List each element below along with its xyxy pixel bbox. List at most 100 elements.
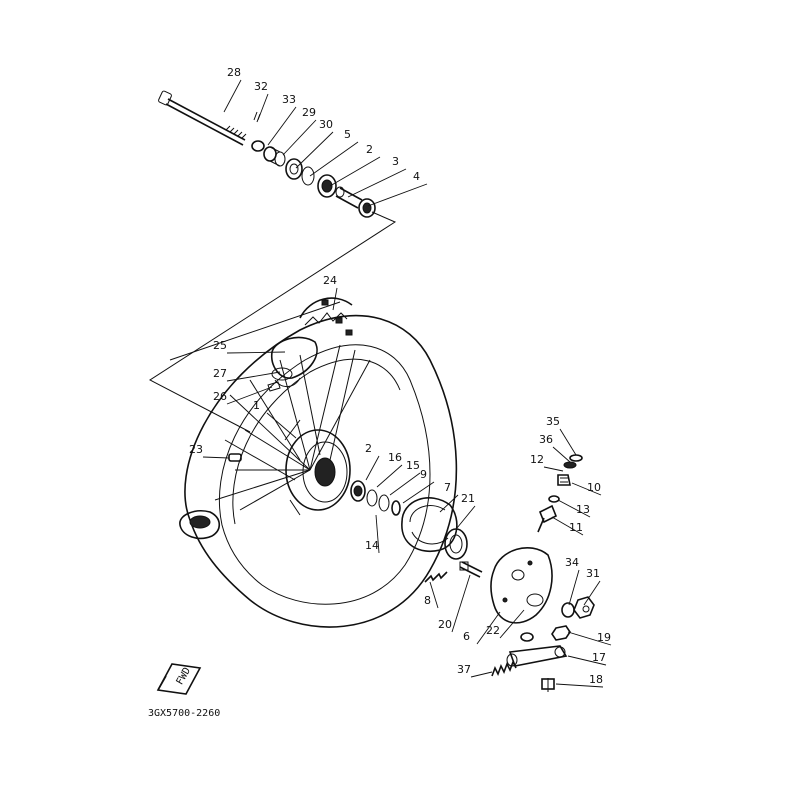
callout-leader-29	[282, 119, 317, 156]
callout-label-30: 30	[319, 118, 333, 131]
circlip	[301, 166, 315, 186]
callout-leader-28	[223, 79, 242, 113]
callout-leader-30	[295, 131, 334, 169]
return-spring	[491, 660, 517, 677]
callout-leader-35	[559, 428, 577, 456]
hub-seals	[350, 480, 401, 516]
spokes	[214, 344, 371, 511]
callout-label-23: 23	[189, 443, 203, 456]
callout-leader-18	[555, 683, 604, 688]
callout-label-32: 32	[254, 80, 268, 93]
brake-shoe-plate	[490, 546, 553, 624]
callout-label-36: 36	[539, 433, 553, 446]
callout-label-37: 37	[457, 663, 471, 676]
callout-leader-11	[551, 516, 584, 536]
oil-seal	[285, 158, 303, 180]
callout-leader-8	[429, 581, 439, 609]
callout-label-28: 28	[227, 66, 241, 79]
callout-label-6: 6	[463, 630, 470, 643]
callout-leader-17	[567, 655, 607, 666]
callout-leader-24	[332, 287, 338, 311]
callout-leader-23	[202, 456, 230, 459]
bearing-4	[358, 198, 376, 218]
callout-label-2: 2	[366, 143, 373, 156]
callout-label-25: 25	[213, 339, 227, 352]
callout-label-5: 5	[344, 128, 351, 141]
part-code: 3GX5700-2260	[148, 708, 220, 719]
spacer	[335, 186, 363, 209]
callout-leader-13	[557, 499, 591, 518]
speedometer-gear-parts	[537, 454, 583, 533]
callout-label-10: 10	[587, 481, 601, 494]
callout-leader-9	[402, 481, 435, 504]
callout-label-15: 15	[406, 459, 420, 472]
callout-leader-20	[451, 574, 471, 633]
callout-label-34: 34	[565, 556, 579, 569]
collar	[263, 146, 286, 167]
callout-label-35: 35	[546, 415, 560, 428]
rim-band	[271, 367, 293, 381]
callout-label-2: 2	[365, 442, 372, 455]
callout-leader-16	[376, 464, 403, 488]
callout-leader-27	[226, 371, 281, 382]
callout-labels: 2832332930523424252726121615972123148206…	[189, 66, 612, 688]
callout-label-31: 31	[586, 567, 600, 580]
bolt	[541, 678, 555, 692]
callout-leader-5	[309, 141, 359, 177]
callout-leader-21	[456, 505, 476, 529]
callout-leader-36	[552, 446, 571, 463]
callout-label-7: 7	[444, 481, 451, 494]
callout-leader-37	[470, 671, 493, 678]
fwd-label: FWD	[175, 666, 194, 687]
callout-label-33: 33	[282, 93, 296, 106]
camshaft-washer	[444, 528, 468, 560]
callout-leader-1	[266, 412, 297, 439]
callout-label-29: 29	[302, 106, 316, 119]
lever-washer	[520, 632, 534, 642]
wheel-hub	[284, 419, 351, 516]
tube-protector	[267, 381, 281, 392]
callout-leader-12	[543, 466, 564, 472]
callout-leader-31	[583, 580, 601, 606]
nut-19	[551, 625, 571, 641]
callout-label-16: 16	[388, 451, 402, 464]
fwd-arrow-icon: FWD	[156, 663, 202, 695]
axle-shaft	[158, 90, 247, 146]
callout-leader-6	[476, 611, 501, 645]
callout-label-24: 24	[323, 274, 337, 287]
callout-leader-4	[367, 183, 428, 207]
callout-leader-32	[257, 93, 269, 121]
callout-leader-25	[226, 351, 286, 354]
washer	[251, 140, 265, 152]
tire-valve	[228, 453, 242, 462]
callout-leader-10	[571, 482, 602, 496]
callout-label-19: 19	[597, 631, 611, 644]
callout-label-3: 3	[392, 155, 399, 168]
callout-label-20: 20	[438, 618, 452, 631]
callout-label-12: 12	[530, 453, 544, 466]
callout-leader-2	[329, 156, 381, 187]
brake-camshaft	[459, 561, 483, 578]
callout-label-18: 18	[589, 673, 603, 686]
callout-leader-2	[365, 455, 380, 481]
callout-label-4: 4	[413, 170, 420, 183]
callout-label-14: 14	[365, 539, 379, 552]
callout-label-11: 11	[569, 521, 583, 534]
callout-label-13: 13	[576, 503, 590, 516]
wheel-rim	[179, 314, 458, 628]
callout-label-9: 9	[420, 468, 427, 481]
callout-leader-34	[568, 569, 580, 606]
callout-leader-7	[439, 494, 459, 513]
bearing	[317, 174, 337, 198]
axle-nut	[573, 596, 595, 619]
callout-leader-3	[347, 168, 407, 198]
callout-leader-26	[226, 386, 273, 405]
callout-leader-19	[567, 631, 612, 646]
callout-label-22: 22	[486, 624, 500, 637]
washer-34	[561, 602, 575, 618]
callout-label-8: 8	[424, 594, 431, 607]
callout-label-1: 1	[253, 399, 260, 412]
front-axle-assembly	[149, 90, 397, 433]
camshaft-lever	[506, 645, 568, 667]
